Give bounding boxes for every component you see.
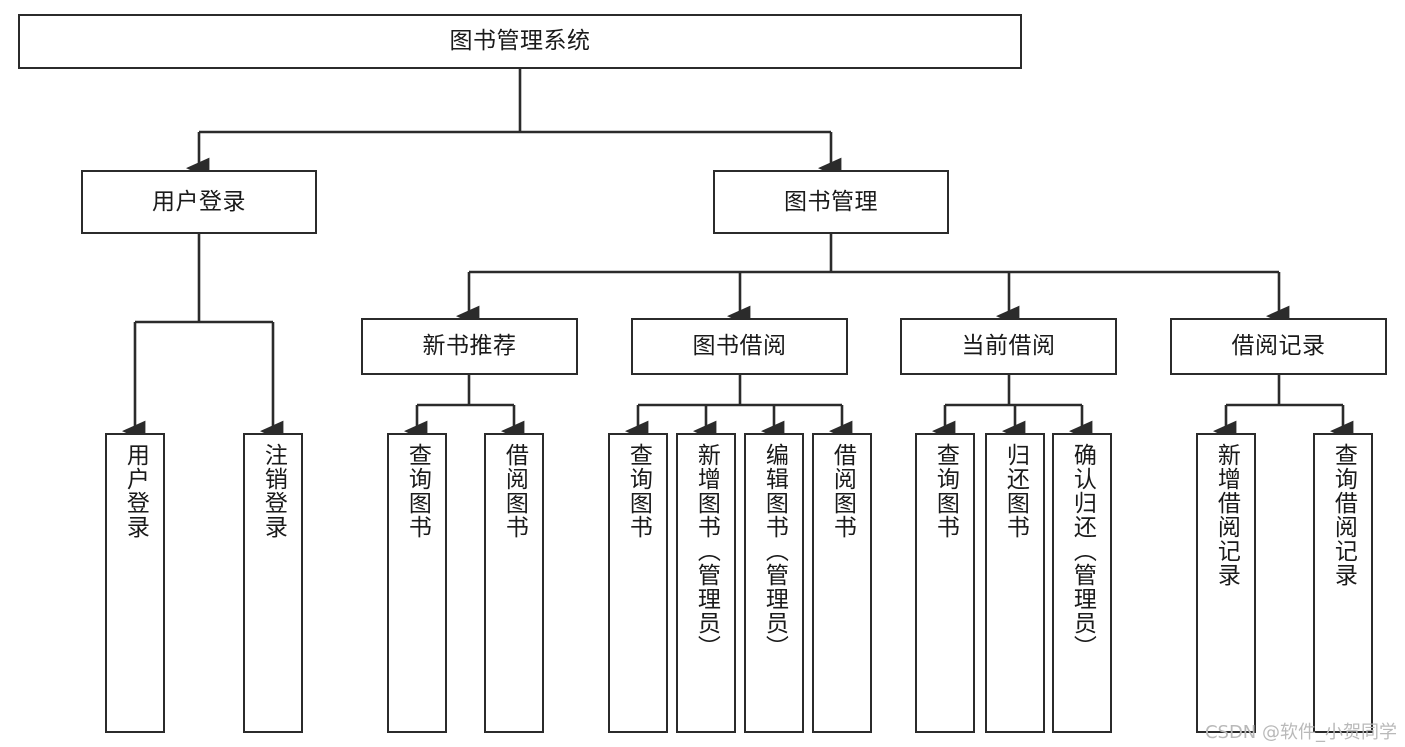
node-borrow-record[interactable]: 借阅记录 <box>1170 318 1387 375</box>
leaf-add-record-label: 新增借阅记录 <box>1213 443 1240 587</box>
leaf-borrow-book-1-label: 借阅图书 <box>501 443 528 539</box>
leaf-query-book-1-label: 查询图书 <box>404 443 431 539</box>
leaf-query-book-3-label: 查询图书 <box>932 443 959 539</box>
node-current-borrow-label: 当前借阅 <box>961 333 1056 360</box>
leaf-edit-book-label: 编辑图书（管理员） <box>761 443 788 659</box>
leaf-return-book[interactable]: 归还图书 <box>985 433 1045 733</box>
leaf-confirm-return[interactable]: 确认归还（管理员） <box>1052 433 1112 733</box>
leaf-add-book[interactable]: 新增图书（管理员） <box>676 433 736 733</box>
leaf-add-record[interactable]: 新增借阅记录 <box>1196 433 1256 733</box>
leaf-logout[interactable]: 注销登录 <box>243 433 303 733</box>
leaf-edit-book[interactable]: 编辑图书（管理员） <box>744 433 804 733</box>
leaf-borrow-book-2[interactable]: 借阅图书 <box>812 433 872 733</box>
node-current-borrow[interactable]: 当前借阅 <box>900 318 1117 375</box>
leaf-logout-label: 注销登录 <box>260 443 287 539</box>
node-book-manage-label: 图书管理 <box>784 188 878 215</box>
node-book-manage[interactable]: 图书管理 <box>713 170 949 234</box>
node-user-login[interactable]: 用户登录 <box>81 170 317 234</box>
leaf-query-book-2[interactable]: 查询图书 <box>608 433 668 733</box>
leaf-borrow-book-1[interactable]: 借阅图书 <box>484 433 544 733</box>
leaf-user-login-label: 用户登录 <box>122 443 149 539</box>
leaf-query-book-3[interactable]: 查询图书 <box>915 433 975 733</box>
leaf-query-record[interactable]: 查询借阅记录 <box>1313 433 1373 733</box>
node-book-borrow-label: 图书借阅 <box>692 333 787 360</box>
csdn-watermark: CSDN @软件_小贺同学 <box>1204 722 1397 743</box>
node-root-label: 图书管理系统 <box>449 28 591 55</box>
leaf-add-book-label: 新增图书（管理员） <box>693 443 720 659</box>
node-borrow-record-label: 借阅记录 <box>1231 333 1326 360</box>
node-root[interactable]: 图书管理系统 <box>18 14 1022 69</box>
node-new-book-recommend-label: 新书推荐 <box>422 333 517 360</box>
leaf-return-book-label: 归还图书 <box>1002 443 1029 539</box>
leaf-query-record-label: 查询借阅记录 <box>1330 443 1357 587</box>
leaf-query-book-2-label: 查询图书 <box>625 443 652 539</box>
node-user-login-label: 用户登录 <box>152 188 246 215</box>
leaf-confirm-return-label: 确认归还（管理员） <box>1069 443 1096 659</box>
node-book-borrow[interactable]: 图书借阅 <box>631 318 848 375</box>
leaf-borrow-book-2-label: 借阅图书 <box>829 443 856 539</box>
leaf-user-login[interactable]: 用户登录 <box>105 433 165 733</box>
leaf-query-book-1[interactable]: 查询图书 <box>387 433 447 733</box>
node-new-book-recommend[interactable]: 新书推荐 <box>361 318 578 375</box>
